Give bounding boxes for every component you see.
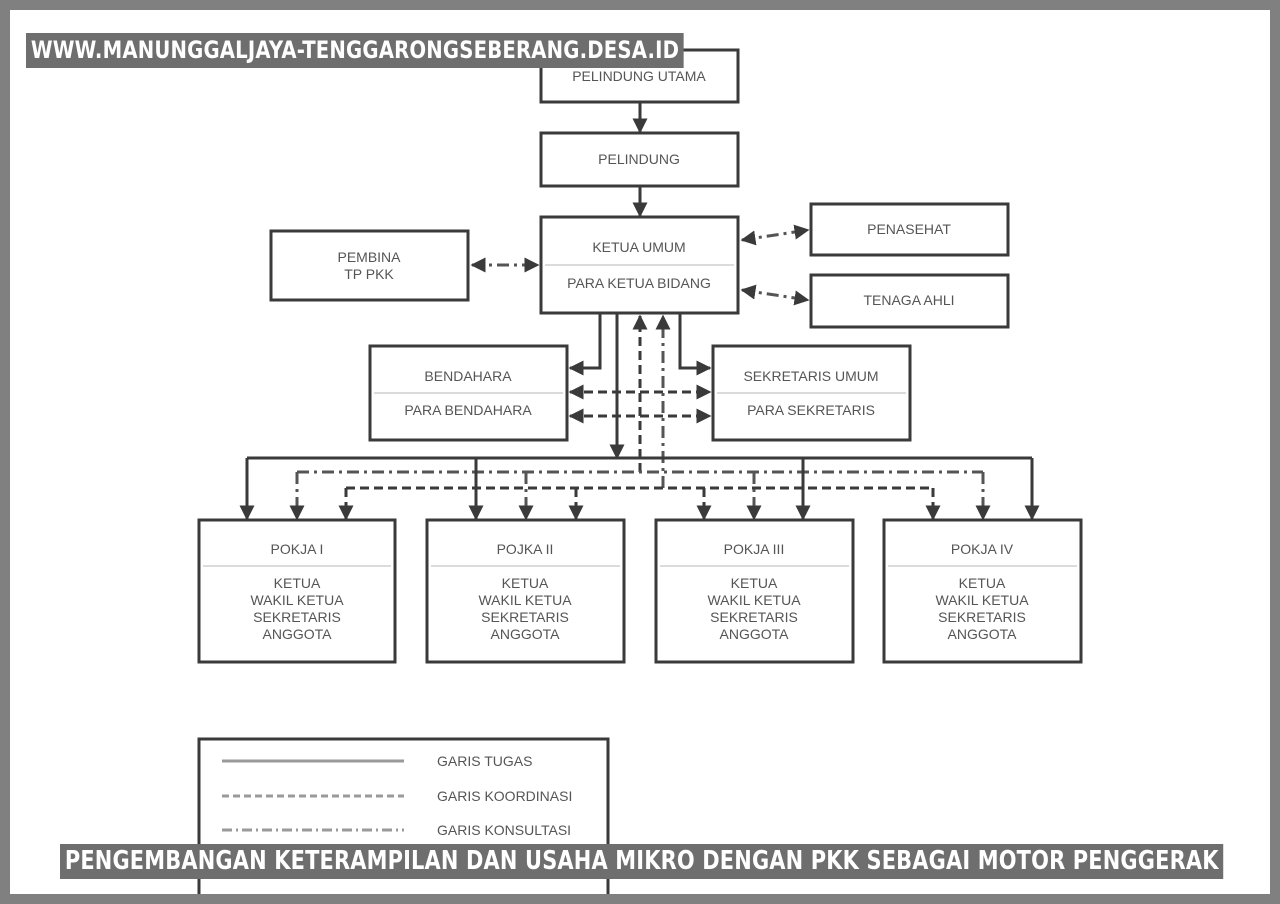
- pokja-title: POKJA IV: [951, 541, 1014, 557]
- diagram-canvas: PELINDUNG UTAMA PELINDUNG KETUA UMUM PAR…: [10, 10, 1270, 894]
- pelindung-utama-label: PELINDUNG UTAMA: [572, 68, 706, 84]
- para-bendahara-label: PARA BENDAHARA: [404, 402, 532, 418]
- legend-garis-konsultasi: GARIS KONSULTASI: [437, 822, 571, 838]
- line-ketua-to-sekretaris: [678, 314, 712, 376]
- pokja-member: ANGGOTA: [948, 626, 1018, 642]
- pokja-member: SEKRETARIS: [938, 609, 1026, 625]
- bendahara-label: BENDAHARA: [424, 368, 512, 384]
- box-pokja-1: POKJA I KETUA WAKIL KETUA SEKRETARIS ANG…: [197, 518, 397, 664]
- para-sekretaris-label: PARA SEKRETARIS: [747, 402, 875, 418]
- pokja-member: SEKRETARIS: [253, 609, 341, 625]
- box-ketua-umum: KETUA UMUM PARA KETUA BIDANG: [539, 215, 740, 315]
- article-title-banner: PENGEMBANGAN KETERAMPILAN DAN USAHA MIKR…: [60, 844, 1224, 879]
- box-tenaga-ahli: TENAGA AHLI: [809, 273, 1010, 329]
- line-penasehat-ketua: [740, 224, 810, 246]
- pokja-member: ANGGOTA: [263, 626, 333, 642]
- ketua-umum-label: KETUA UMUM: [592, 239, 685, 255]
- line-tenaga-ahli-ketua: [740, 284, 810, 306]
- para-ketua-bidang-label: PARA KETUA BIDANG: [567, 275, 711, 291]
- pelindung-label: PELINDUNG: [598, 151, 680, 167]
- pokja-member: SEKRETARIS: [481, 609, 569, 625]
- site-url-banner: WWW.MANUNGGALJAYA-TENGGARONGSEBERANG.DES…: [26, 33, 685, 68]
- pokja-title: POJKA II: [497, 541, 554, 557]
- penasehat-label: PENASEHAT: [867, 221, 951, 237]
- sekretaris-umum-label: SEKRETARIS UMUM: [743, 368, 878, 384]
- tp-pkk-label: TP PKK: [344, 266, 394, 282]
- pokja-member: ANGGOTA: [491, 626, 561, 642]
- pokja-member: WAKIL KETUA: [707, 592, 801, 608]
- pokja-member: SEKRETARIS: [710, 609, 798, 625]
- pokja-member: KETUA: [959, 575, 1006, 591]
- org-chart: PELINDUNG UTAMA PELINDUNG KETUA UMUM PAR…: [197, 48, 1083, 894]
- line-ketua-to-bendahara: [568, 314, 602, 376]
- box-pokja-4: POKJA IV KETUA WAKIL KETUA SEKRETARIS AN…: [882, 518, 1083, 664]
- connectors: [239, 102, 1040, 521]
- legend-garis-tugas: GARIS TUGAS: [437, 753, 532, 769]
- tenaga-ahli-label: TENAGA AHLI: [863, 292, 954, 308]
- pembina-label: PEMBINA: [337, 249, 401, 265]
- box-pelindung: PELINDUNG: [539, 131, 740, 188]
- pokja-title: POKJA III: [724, 541, 785, 557]
- pokja-member: KETUA: [731, 575, 778, 591]
- box-pembina: PEMBINA TP PKK: [269, 229, 470, 302]
- pokja-title: POKJA I: [271, 541, 324, 557]
- pokja-member: WAKIL KETUA: [935, 592, 1029, 608]
- box-pokja-3: POKJA III KETUA WAKIL KETUA SEKRETARIS A…: [654, 518, 855, 664]
- box-bendahara: BENDAHARA PARA BENDAHARA: [368, 344, 569, 442]
- pokja-member: WAKIL KETUA: [478, 592, 572, 608]
- box-pokja-2: POJKA II KETUA WAKIL KETUA SEKRETARIS AN…: [425, 518, 626, 664]
- legend-garis-koordinasi: GARIS KOORDINASI: [437, 788, 572, 804]
- pokja-member: KETUA: [502, 575, 549, 591]
- pokja-member: WAKIL KETUA: [250, 592, 344, 608]
- pokja-member: KETUA: [274, 575, 321, 591]
- pokja-member: ANGGOTA: [720, 626, 790, 642]
- box-penasehat: PENASEHAT: [809, 202, 1010, 257]
- box-sekretaris-umum: SEKRETARIS UMUM PARA SEKRETARIS: [711, 344, 912, 442]
